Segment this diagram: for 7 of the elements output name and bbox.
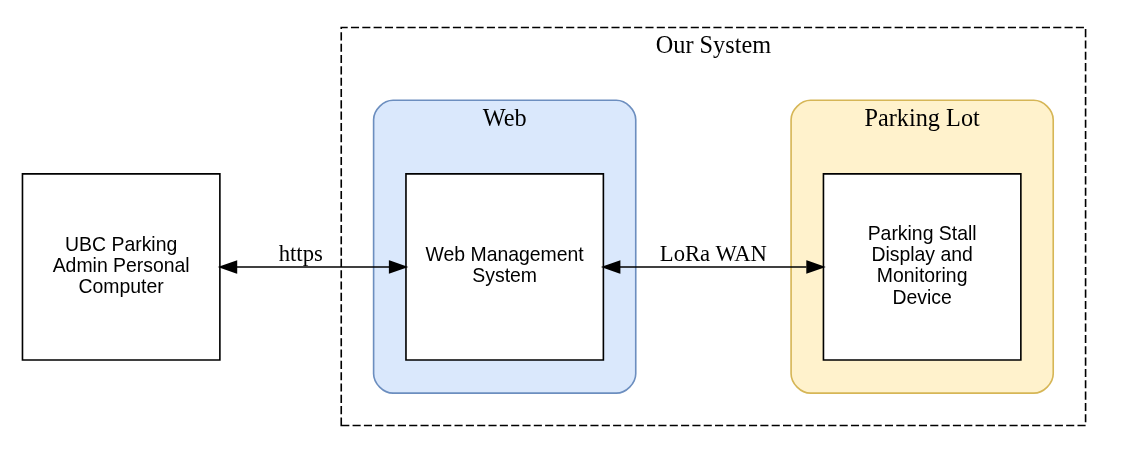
node-box: Parking Stall Display and Monitoring Device (822, 173, 1022, 361)
node-box: UBC Parking Admin Personal Computer (21, 173, 221, 361)
arrow (217, 260, 409, 274)
node-box: Web Management System (405, 173, 605, 361)
arrow (600, 260, 826, 274)
edge-label: https (278, 240, 323, 266)
edge-label: LoRa WAN (659, 240, 767, 266)
